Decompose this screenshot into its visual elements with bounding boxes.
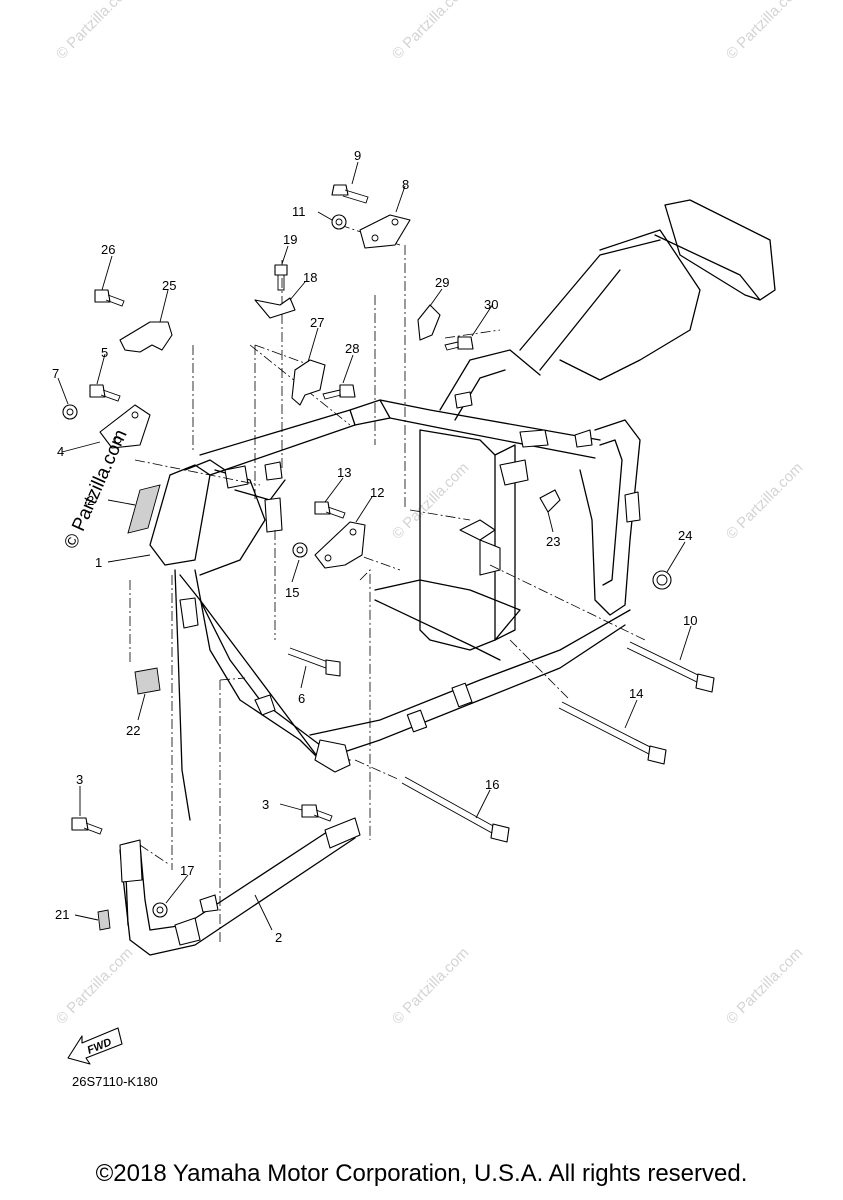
forward-direction-arrow: FWD [67,1027,123,1065]
callout-15: 15 [285,585,299,600]
watermark: © Partzilla.com [723,0,806,63]
diagram-code: 26S7110-K180 [72,1074,158,1089]
callout-29: 29 [435,275,449,290]
callout-23: 23 [546,534,560,549]
callout-27: 27 [310,315,324,330]
callout-2: 2 [87,493,94,508]
callout-labels: 1 2 2 3 3 4 5 6 7 8 9 10 11 12 13 14 15 … [52,148,697,945]
fasteners-brackets [62,184,715,931]
callout-16: 16 [485,777,499,792]
callout-3: 3 [76,772,83,787]
lower-frame-cradle [119,817,361,956]
callout-3: 3 [262,797,269,812]
callout-12: 12 [370,485,384,500]
callout-4: 4 [57,444,64,459]
callout-6: 6 [298,691,305,706]
callout-1: 1 [95,555,102,570]
callout-8: 8 [402,177,409,192]
watermark: © Partzilla.com [53,944,136,1027]
side-watermark: © Partzilla.com [60,427,131,553]
callout-9: 9 [354,148,361,163]
watermark-layer: © Partzilla.com © Partzilla.com © Partzi… [53,0,806,1028]
watermark: © Partzilla.com [723,944,806,1027]
callout-17: 17 [180,863,194,878]
callout-19: 19 [283,232,297,247]
watermark: © Partzilla.com [389,944,472,1027]
callout-11: 11 [292,204,306,219]
leader-lines [57,161,692,931]
watermark: © Partzilla.com [389,0,472,63]
callout-7: 7 [52,366,59,381]
callout-25: 25 [162,278,176,293]
callout-22: 22 [126,723,140,738]
watermark: © Partzilla.com [53,0,136,63]
callout-30: 30 [484,297,498,312]
callout-26: 26 [101,242,115,257]
main-frame [149,199,776,821]
watermark: © Partzilla.com [723,459,806,542]
callout-2: 2 [275,930,282,945]
callout-21: 21 [55,907,69,922]
callout-18: 18 [303,270,317,285]
assembly-lines [129,224,646,945]
copyright-notice: ©2018 Yamaha Motor Corporation, U.S.A. A… [95,1160,748,1187]
callout-24: 24 [678,528,692,543]
callout-14: 14 [629,686,643,701]
callout-28: 28 [345,341,359,356]
callout-13: 13 [337,465,351,480]
callout-5: 5 [101,345,108,360]
callout-10: 10 [683,613,697,628]
